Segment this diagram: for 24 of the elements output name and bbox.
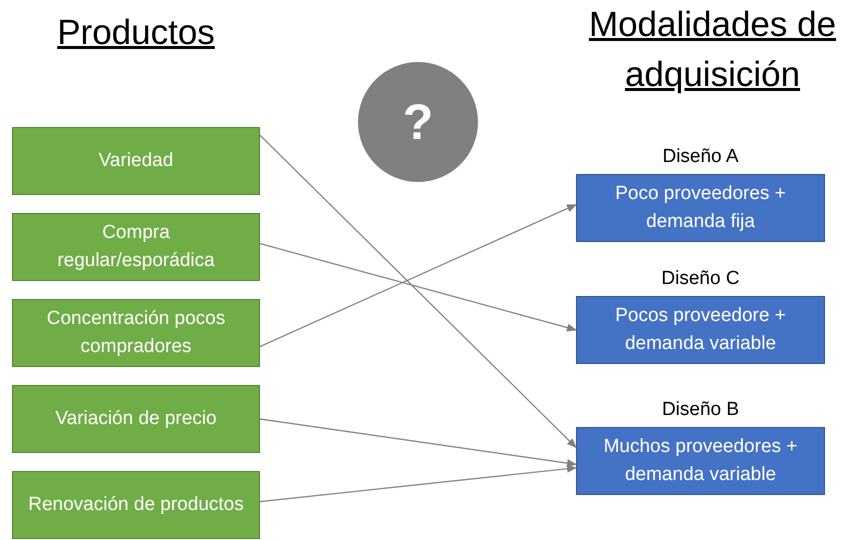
product-box [12, 127, 260, 195]
box-text: Pocos proveedore + demanda variable [614, 304, 787, 356]
product-box [12, 299, 260, 367]
product-box [12, 385, 260, 453]
box-text: Poco proveedores + demanda fija [614, 182, 787, 234]
arrow [260, 418, 577, 468]
box-text: Variedad [98, 149, 174, 174]
product-box [12, 471, 260, 539]
box-text: Renovación de productos [27, 493, 245, 518]
design-label: Diseño A [661, 145, 740, 169]
column-heading: Modalidades de adquisición [588, 4, 838, 96]
box-text: Variación de precio [54, 407, 218, 432]
arrow [260, 204, 577, 348]
column-heading: Productos [56, 12, 216, 54]
box-text: Compra regular/esporádica [56, 221, 216, 273]
box-text: ? [402, 92, 434, 152]
product-box [12, 213, 260, 281]
design-label: Diseño B [660, 398, 740, 422]
arrow [260, 134, 577, 448]
box-text: Muchos proveedores + demanda variable [602, 435, 798, 487]
box-text: Concentración pocos compradores [46, 307, 226, 359]
arrow [260, 464, 577, 502]
design-label: Diseño C [660, 267, 741, 291]
arrow [260, 243, 577, 332]
